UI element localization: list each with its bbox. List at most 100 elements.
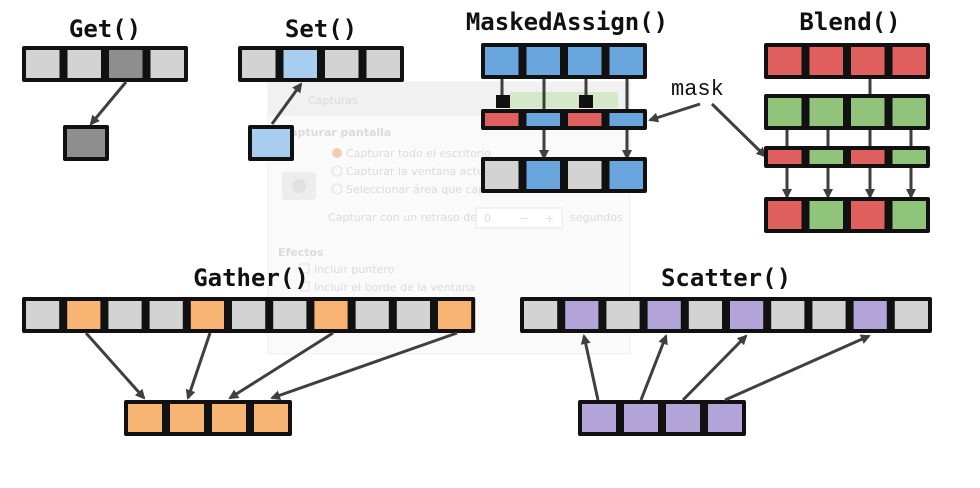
- scatter-arrow: [580, 334, 600, 401]
- gather-arrow: [270, 331, 458, 401]
- radio-icon: [331, 183, 343, 195]
- masked-source-register-cell: [568, 47, 602, 75]
- masked-result-register-cell: [485, 161, 519, 189]
- masked-assign-title: MaskedAssign(): [466, 8, 668, 36]
- masked-source-register-cell: [526, 47, 560, 75]
- gather-result-register-cell: [212, 404, 246, 432]
- scatter-source-register-frame: [578, 400, 746, 436]
- get-source-register-cell: [150, 50, 184, 78]
- blend-source-a-cell: [892, 47, 926, 75]
- checkbox-icon: [299, 281, 310, 292]
- camera-icon: [282, 172, 316, 200]
- gather-source-register-cell: [314, 301, 348, 329]
- blend-result-register-cell: [851, 201, 885, 229]
- masked-mask-register-cell: [609, 113, 643, 126]
- blend-mask-register-cell: [809, 150, 843, 164]
- dialog-delay-label: Capturar con un retraso de: [328, 211, 477, 224]
- mask-gate-icon: [496, 95, 510, 108]
- blend-source-b-cell: [809, 98, 843, 126]
- dialog-title: Capturas: [308, 94, 358, 107]
- dialog-section-capture: Capturar pantalla: [282, 126, 391, 139]
- get-source-register-cell: [109, 50, 143, 78]
- scatter-target-register-cell: [812, 301, 846, 329]
- blend-mask-register-cell: [892, 150, 926, 164]
- scatter-source-register-cell: [624, 404, 658, 432]
- dialog-effects-heading: Efectos: [278, 246, 324, 259]
- blend-title: Blend(): [799, 8, 900, 36]
- delay-unit: segundos: [570, 211, 623, 224]
- blend-source-b-cell: [892, 98, 926, 126]
- mask-label: mask: [671, 77, 724, 102]
- gather-source-register-cell: [190, 301, 224, 329]
- masked-mask-register-cell: [568, 113, 602, 126]
- set-target-register-cell: [242, 50, 276, 78]
- gather-source-register-cell: [396, 301, 430, 329]
- blend-result-register-cell: [809, 201, 843, 229]
- gather-arrow: [84, 332, 146, 400]
- dialog-action-button: [510, 92, 618, 108]
- diagram-shapes: [22, 43, 932, 436]
- gather-title: Gather(): [193, 264, 309, 292]
- masked-result-register-cell: [526, 161, 560, 189]
- scatter-target-register-cell: [606, 301, 640, 329]
- gather-source-register-cell: [438, 301, 472, 329]
- gather-source-register-cell: [108, 301, 142, 329]
- masked-result-register-frame: [481, 157, 647, 193]
- blend-source-b-frame: [764, 94, 930, 130]
- checkbox-icon: [299, 263, 310, 274]
- scatter-target-register-cell: [730, 301, 764, 329]
- stepper-minus-icon: −: [520, 212, 529, 225]
- set-target-register-cell: [283, 50, 317, 78]
- get-arrow: [89, 81, 128, 126]
- blend-result-register-cell: [768, 201, 802, 229]
- masked-source-register-cell: [609, 47, 643, 75]
- gather-source-register-cell: [26, 301, 60, 329]
- blend-source-b-cell: [851, 98, 885, 126]
- blend-mask-register-frame: [764, 146, 930, 168]
- scatter-target-register-cell: [771, 301, 805, 329]
- delay-value: 0: [484, 212, 491, 225]
- scatter-target-register-cell: [524, 301, 558, 329]
- dialog-option-desktop: Capturar todo el escritorio: [346, 147, 491, 160]
- mask-pointer-arrow: [648, 102, 701, 123]
- blend-source-a-cell: [809, 47, 843, 75]
- dialog-effect-pointer: Incluir puntero: [314, 263, 395, 276]
- set-arrow: [270, 82, 303, 125]
- gather-result-register-cell: [128, 404, 162, 432]
- masked-mask-register-frame: [481, 109, 647, 130]
- gather-source-register-cell: [355, 301, 389, 329]
- mask-pointer-arrow: [710, 102, 767, 158]
- scatter-target-register-cell: [565, 301, 599, 329]
- gather-arrow: [228, 331, 334, 400]
- blend-mask-register-cell: [768, 150, 802, 164]
- scatter-arrow: [681, 334, 748, 402]
- get-result-cell-cell: [67, 129, 105, 157]
- dialog-effect-border: Incluir el borde de la ventana: [314, 281, 476, 294]
- masked-source-register-cell: [485, 47, 519, 75]
- blend-source-b-cell: [768, 98, 802, 126]
- set-target-register-frame: [238, 46, 404, 82]
- gather-source-register-cell: [149, 301, 183, 329]
- blend-result-register-frame: [764, 197, 930, 233]
- masked-result-register-cell: [609, 161, 643, 189]
- scatter-target-register-cell: [647, 301, 681, 329]
- gather-arrow: [185, 332, 212, 400]
- dialog-option-area: Seleccionar área que capturar: [346, 183, 513, 196]
- radio-icon: [331, 165, 343, 177]
- masked-source-register-frame: [481, 43, 647, 79]
- scatter-arrow: [639, 334, 668, 401]
- gather-result-register-frame: [124, 400, 292, 436]
- gather-result-register-cell: [170, 404, 204, 432]
- set-value-cell-cell: [252, 129, 290, 157]
- set-target-register-cell: [366, 50, 400, 78]
- masked-mask-register-cell: [526, 113, 560, 126]
- blend-source-a-cell: [768, 47, 802, 75]
- mask-gate-icon: [579, 95, 593, 108]
- masked-mask-register-cell: [485, 113, 519, 126]
- stepper-plus-icon: +: [545, 212, 554, 225]
- radio-selected-icon: [332, 148, 342, 158]
- scatter-target-register-cell: [894, 301, 928, 329]
- scatter-source-register-cell: [666, 404, 700, 432]
- dialog-option-window: Capturar la ventana actual: [346, 165, 494, 178]
